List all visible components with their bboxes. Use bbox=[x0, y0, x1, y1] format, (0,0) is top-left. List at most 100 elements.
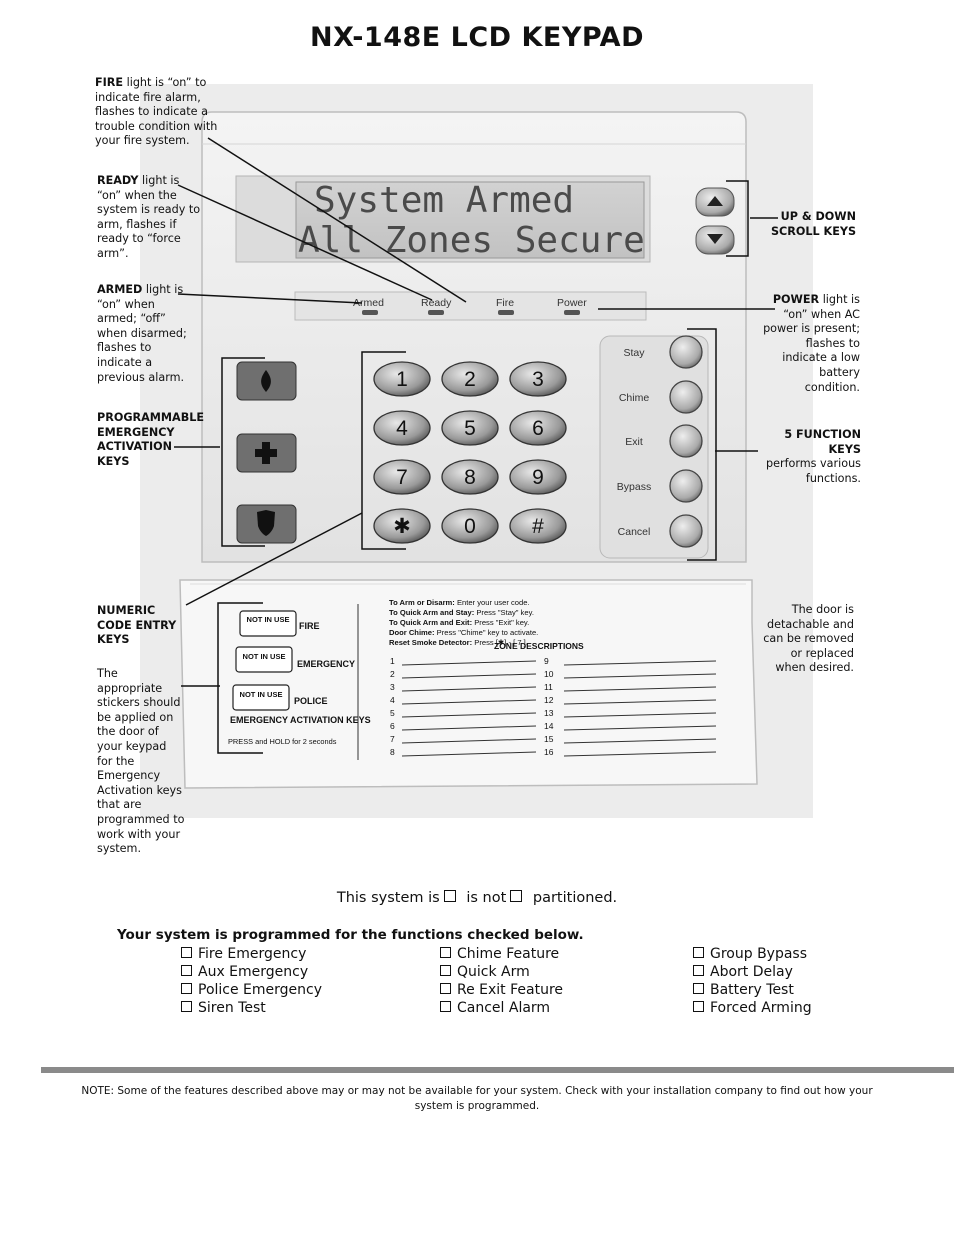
zone-number: 6 bbox=[390, 721, 395, 731]
key-label: 1 bbox=[396, 368, 408, 391]
function-checkbox[interactable] bbox=[693, 947, 704, 958]
annotation-scroll-keys: UP & DOWN SCROLL KEYS bbox=[770, 210, 856, 238]
function-checkbox[interactable] bbox=[693, 983, 704, 994]
annotation-door: The door is detachable and can be remove… bbox=[763, 603, 854, 675]
key-6[interactable] bbox=[509, 410, 567, 446]
key-8[interactable] bbox=[441, 459, 499, 495]
key-label: ✱ bbox=[393, 515, 411, 538]
led-label-fire: Fire bbox=[496, 297, 514, 309]
programmed-heading: Your system is programmed for the functi… bbox=[117, 927, 584, 943]
key-label: 4 bbox=[396, 417, 408, 440]
divider bbox=[41, 1067, 954, 1073]
door-emergency-hint: PRESS and HOLD for 2 seconds bbox=[228, 737, 337, 746]
function-label: Quick Arm bbox=[457, 964, 530, 980]
zone-number: 15 bbox=[544, 734, 554, 744]
function-label: Forced Arming bbox=[710, 1000, 812, 1016]
door-instruction: Reset Smoke Detector: Press [✱] - [ 7 ]. bbox=[389, 638, 528, 647]
function-checkbox[interactable] bbox=[440, 965, 451, 976]
key-3[interactable] bbox=[509, 361, 567, 397]
page-title: NX-148E LCD KEYPAD bbox=[310, 22, 644, 53]
key-label: 8 bbox=[464, 466, 476, 489]
zone-number: 13 bbox=[544, 708, 554, 718]
function-checkbox[interactable] bbox=[440, 1001, 451, 1012]
partitioned-no-checkbox[interactable] bbox=[510, 890, 523, 902]
function-checkbox[interactable] bbox=[693, 965, 704, 976]
zone-number: 10 bbox=[544, 669, 554, 679]
door-label-police: POLICE bbox=[294, 696, 328, 706]
key-11[interactable] bbox=[441, 508, 499, 544]
svg-text:NOT IN USE: NOT IN USE bbox=[243, 652, 286, 661]
key-5[interactable] bbox=[441, 410, 499, 446]
zone-descriptions-title: ZONE DESCRIPTIONS bbox=[494, 641, 584, 651]
function-checkbox[interactable] bbox=[440, 947, 451, 958]
function-key-bypass[interactable] bbox=[669, 469, 703, 503]
arrow-up-icon bbox=[707, 196, 723, 206]
annotation-power: POWER light is “on” when AC power is pre… bbox=[763, 293, 860, 394]
function-item: Abort Delay bbox=[693, 963, 812, 981]
door-instruction: Door Chime: Press "Chime" key to activat… bbox=[389, 628, 538, 637]
door-instruction: To Quick Arm and Exit: Press "Exit" key. bbox=[389, 618, 529, 627]
zone-number: 3 bbox=[390, 682, 395, 692]
function-item: Quick Arm bbox=[440, 963, 563, 981]
keypad-illustration: System Armed All Zones Secure Armed Read… bbox=[140, 84, 813, 818]
door-emergency-title: EMERGENCY ACTIVATION KEYS bbox=[230, 715, 371, 725]
function-key-label: Stay bbox=[623, 347, 645, 359]
led-label-power: Power bbox=[557, 297, 587, 309]
zone-number: 11 bbox=[544, 682, 553, 692]
lcd-line-1: System Armed bbox=[314, 180, 574, 221]
function-item: Aux Emergency bbox=[181, 963, 322, 981]
function-item: Fire Emergency bbox=[181, 945, 322, 963]
key-12[interactable] bbox=[509, 508, 567, 544]
function-key-chime[interactable] bbox=[669, 380, 703, 414]
annotation-ready: READY light is “on” when the system is r… bbox=[97, 174, 201, 260]
led-ready bbox=[428, 310, 444, 315]
function-item: Battery Test bbox=[693, 981, 812, 999]
function-key-cancel[interactable] bbox=[669, 514, 703, 548]
zone-number: 2 bbox=[390, 669, 395, 679]
function-item: Re Exit Feature bbox=[440, 981, 563, 999]
svg-text:NOT IN USE: NOT IN USE bbox=[247, 615, 290, 624]
led-label-armed: Armed bbox=[353, 297, 384, 309]
function-label: Siren Test bbox=[198, 1000, 266, 1016]
key-label: # bbox=[532, 515, 544, 538]
annotation-fire: FIRE light is “on” to indicate fire alar… bbox=[95, 76, 218, 148]
function-key-label: Cancel bbox=[618, 526, 651, 538]
door-label-fire: FIRE bbox=[299, 621, 320, 631]
function-checkbox[interactable] bbox=[181, 965, 192, 976]
function-label: Group Bypass bbox=[710, 946, 808, 962]
zone-number: 4 bbox=[390, 695, 395, 705]
led-fire bbox=[498, 310, 514, 315]
function-label: Cancel Alarm bbox=[457, 1000, 551, 1016]
partitioned-yes-checkbox[interactable] bbox=[443, 890, 456, 902]
key-2[interactable] bbox=[441, 361, 499, 397]
key-9[interactable] bbox=[509, 459, 567, 495]
function-checkbox[interactable] bbox=[693, 1001, 704, 1012]
partition-statement: This system is is not partitioned. bbox=[336, 890, 618, 906]
function-checkbox[interactable] bbox=[181, 1001, 192, 1012]
function-checkbox[interactable] bbox=[440, 983, 451, 994]
function-label: Fire Emergency bbox=[198, 946, 307, 962]
function-key-label: Exit bbox=[625, 436, 643, 448]
key-label: 5 bbox=[464, 417, 476, 440]
function-key-stay[interactable] bbox=[669, 335, 703, 369]
annotation-numeric-keys: NUMERIC CODE ENTRY KEYS bbox=[97, 604, 177, 647]
annotation-armed: ARMED light is “on” when armed; “off” wh… bbox=[97, 283, 187, 384]
function-checkbox[interactable] bbox=[181, 983, 192, 994]
svg-text:NOT IN USE: NOT IN USE bbox=[240, 690, 283, 699]
function-label: Chime Feature bbox=[457, 946, 560, 962]
led-power bbox=[564, 310, 580, 315]
zone-number: 1 bbox=[390, 656, 395, 666]
zone-number: 7 bbox=[390, 734, 395, 744]
function-label: Battery Test bbox=[710, 982, 794, 998]
zone-number: 8 bbox=[390, 747, 395, 757]
key-label: 0 bbox=[464, 515, 476, 538]
key-label: 2 bbox=[464, 368, 476, 391]
function-label: Police Emergency bbox=[198, 982, 323, 998]
function-checkbox[interactable] bbox=[181, 947, 192, 958]
zone-number: 5 bbox=[390, 708, 395, 718]
function-key-exit[interactable] bbox=[669, 424, 703, 458]
